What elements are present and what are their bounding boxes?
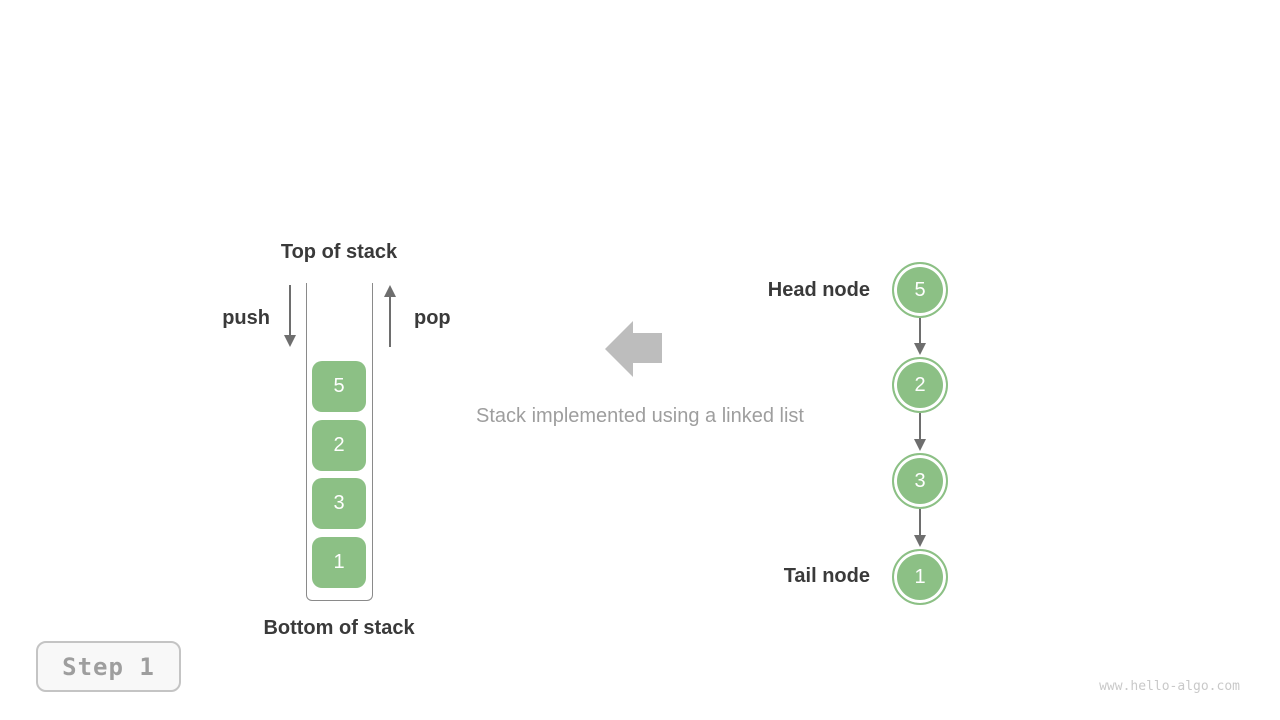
head-node-label: Head node <box>767 279 870 301</box>
bottom-of-stack-label: Bottom of stack <box>263 617 415 639</box>
pop-label: pop <box>414 307 451 329</box>
node-link-arrow-icon <box>913 413 927 451</box>
list-node: 5 <box>892 262 948 318</box>
node-link-head <box>913 439 926 451</box>
stack-item: 3 <box>312 478 366 529</box>
figure-caption: Stack implemented using a linked list <box>476 405 804 427</box>
push-arrow-icon <box>283 285 297 347</box>
stack-item: 2 <box>312 420 366 471</box>
pop-arrow-shaft <box>388 296 392 347</box>
node-link-shaft <box>918 509 922 536</box>
push-arrow-shaft <box>288 285 292 336</box>
pop-arrow-head <box>383 285 396 297</box>
push-label: push <box>222 307 270 329</box>
node-link-shaft <box>918 318 922 344</box>
pop-arrow-icon <box>383 285 397 347</box>
step-badge-label: Step 1 <box>62 652 155 681</box>
tail-node-label: Tail node <box>783 565 870 587</box>
stack-container <box>306 283 373 601</box>
list-node: 2 <box>892 357 948 413</box>
stack-item: 1 <box>312 537 366 588</box>
node-link-shaft <box>918 413 922 440</box>
list-node: 3 <box>892 453 948 509</box>
top-of-stack-label: Top of stack <box>280 241 398 263</box>
node-link-head <box>913 535 926 547</box>
step-badge: Step 1 <box>36 641 181 692</box>
stack-item: 5 <box>312 361 366 412</box>
watermark: www.hello-algo.com <box>1099 679 1240 694</box>
push-arrow-head <box>283 335 296 347</box>
list-node: 1 <box>892 549 948 605</box>
node-link-head <box>913 343 926 355</box>
node-link-arrow-icon <box>913 509 927 547</box>
left-block-arrow-icon <box>605 321 662 377</box>
node-link-arrow-icon <box>913 318 927 355</box>
